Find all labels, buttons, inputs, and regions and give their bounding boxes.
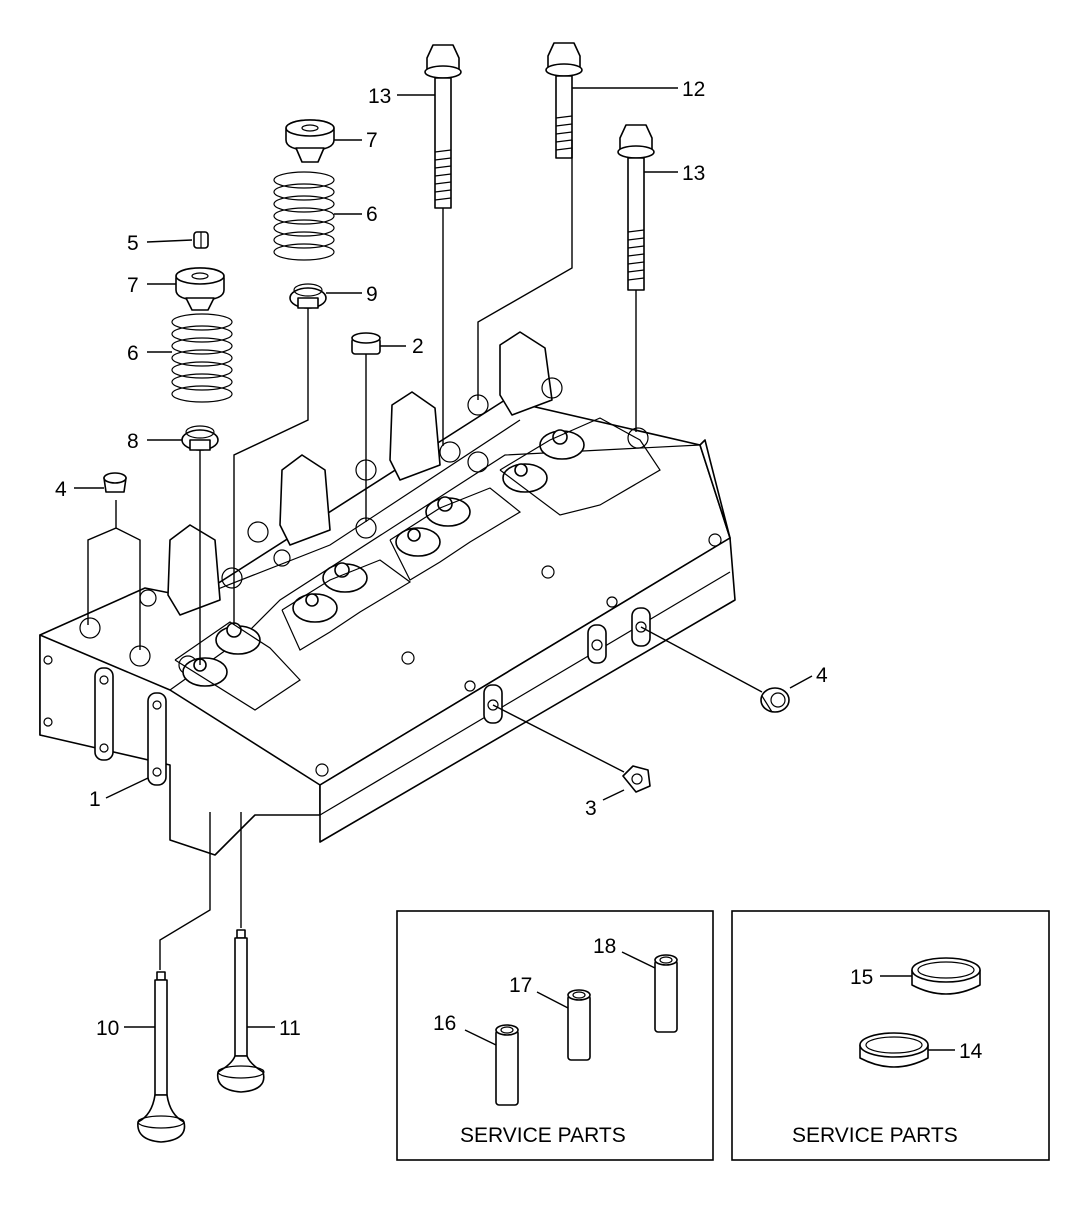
callout-5: 5 bbox=[127, 232, 139, 255]
valve-pockets bbox=[182, 429, 585, 687]
callout-1: 1 bbox=[89, 788, 101, 811]
callout-15: 15 bbox=[850, 966, 873, 989]
callout-6-upper: 6 bbox=[366, 203, 378, 226]
callout-12: 12 bbox=[682, 78, 705, 101]
callout-2: 2 bbox=[412, 335, 424, 358]
callout-7-upper: 7 bbox=[366, 129, 378, 152]
plug-4-upper bbox=[103, 472, 127, 493]
callout-4-upper: 4 bbox=[55, 478, 67, 501]
valve-spring-6-lower bbox=[171, 313, 233, 403]
valve-seat-ring-15 bbox=[911, 957, 981, 995]
valve-stem-seal-9 bbox=[289, 283, 327, 309]
valve-guide-18 bbox=[654, 954, 678, 1033]
callout-7-lower: 7 bbox=[127, 274, 139, 297]
valve-11 bbox=[216, 929, 265, 1093]
service-leaders bbox=[464, 951, 955, 1051]
callout-8: 8 bbox=[127, 430, 139, 453]
callout-6-lower: 6 bbox=[127, 342, 139, 365]
spring-retainer-7-upper bbox=[285, 119, 335, 163]
valve-keeper-5 bbox=[193, 231, 209, 249]
service-parts-box-left bbox=[396, 910, 714, 1161]
leader-lines bbox=[74, 87, 813, 1028]
callout-13-left: 13 bbox=[368, 85, 391, 108]
cylinder-head bbox=[39, 331, 736, 856]
callout-18: 18 bbox=[593, 935, 616, 958]
service-parts-label-left: SERVICE PARTS bbox=[460, 1124, 626, 1147]
sleeve-2 bbox=[351, 332, 381, 355]
spring-retainer-7-lower bbox=[175, 267, 225, 311]
callout-3: 3 bbox=[585, 797, 597, 820]
callout-10: 10 bbox=[96, 1017, 119, 1040]
callout-4-right: 4 bbox=[816, 664, 828, 687]
callout-labels: 1 2 3 4 4 5 6 6 7 7 8 9 10 11 12 13 13 1… bbox=[55, 78, 983, 1063]
callout-13-right: 13 bbox=[682, 162, 705, 185]
valve-10 bbox=[137, 971, 186, 1143]
service-parts-box-right bbox=[731, 910, 1050, 1161]
plug-3 bbox=[622, 765, 651, 793]
valve-guide-17 bbox=[567, 989, 591, 1061]
callout-17: 17 bbox=[509, 974, 532, 997]
head-bolt-13-right bbox=[617, 124, 655, 291]
valve-guide-16 bbox=[495, 1024, 519, 1106]
valve-stem-seal-8 bbox=[181, 425, 219, 451]
valve-seat-ring-14 bbox=[859, 1032, 929, 1068]
plug-4-right bbox=[760, 687, 790, 713]
callout-11: 11 bbox=[279, 1017, 301, 1040]
callout-16: 16 bbox=[433, 1012, 456, 1035]
valve-spring-6-upper bbox=[273, 171, 335, 261]
head-bolt-12 bbox=[545, 42, 583, 159]
head-bolt-13-left bbox=[424, 44, 462, 209]
callout-14: 14 bbox=[959, 1040, 983, 1063]
service-parts-label-right: SERVICE PARTS bbox=[792, 1124, 958, 1147]
callout-9: 9 bbox=[366, 283, 378, 306]
